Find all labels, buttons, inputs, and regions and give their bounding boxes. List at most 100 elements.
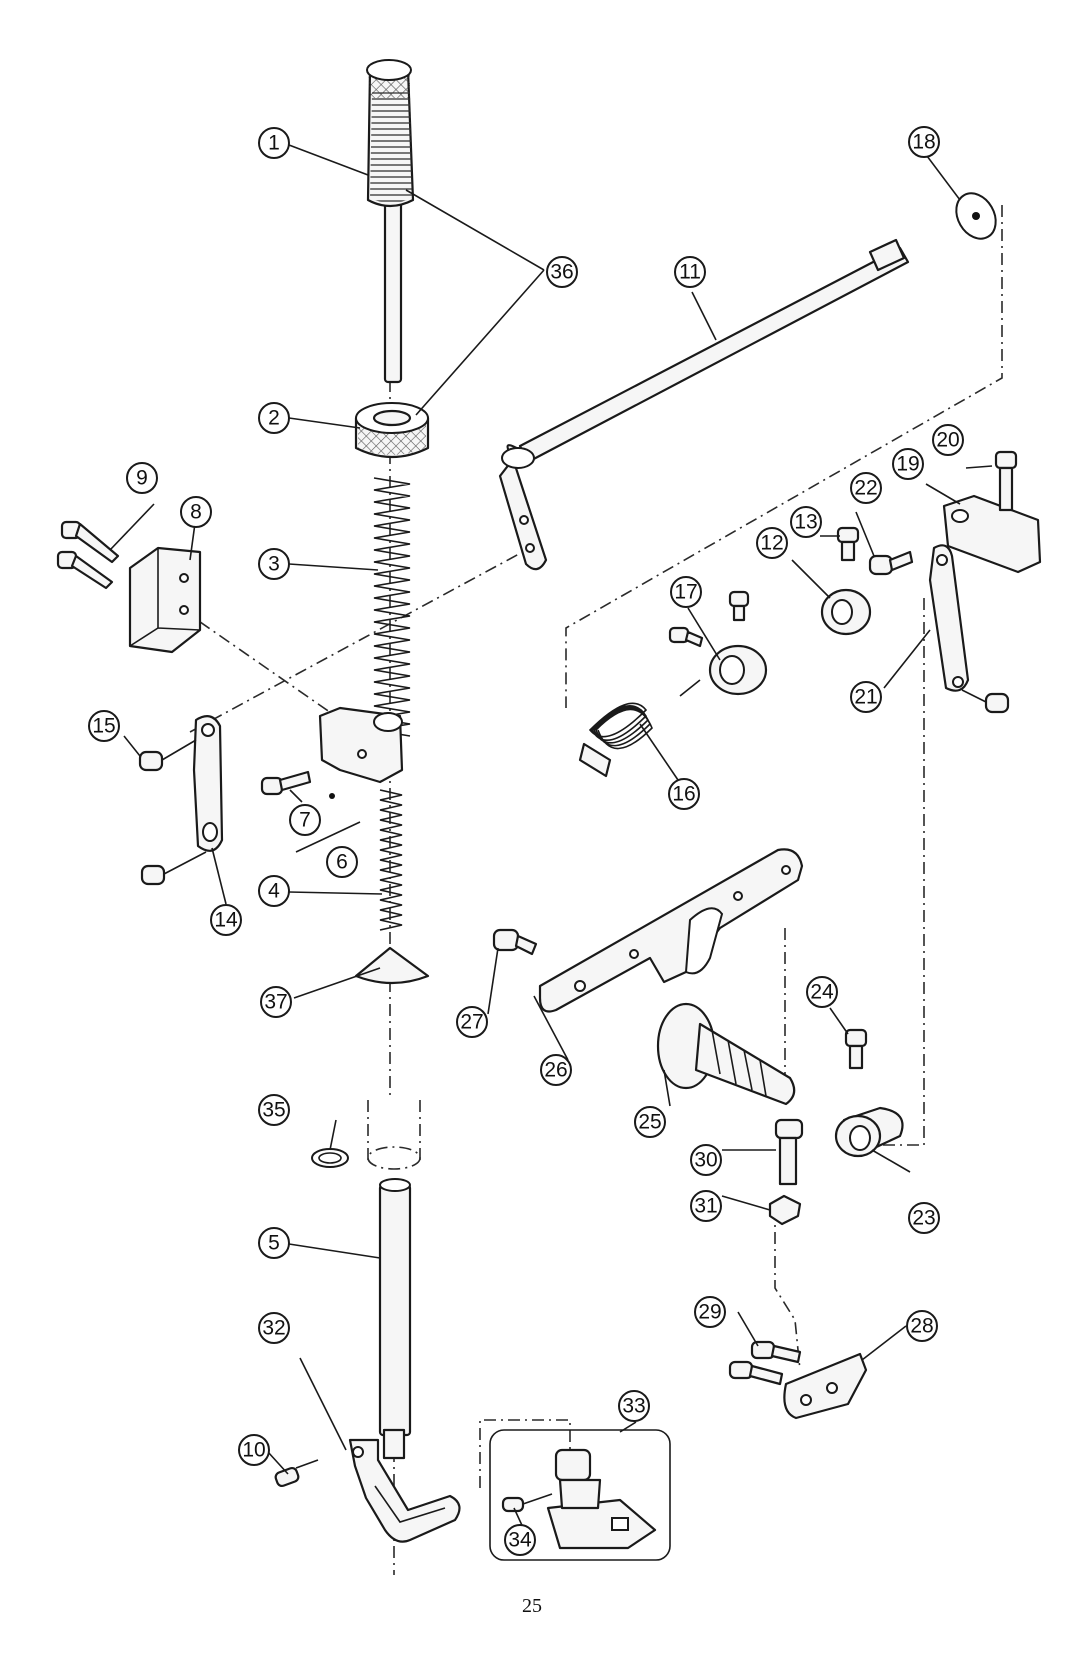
svg-text:37: 37 [264, 991, 287, 1014]
svg-text:12: 12 [760, 532, 783, 555]
svg-text:25: 25 [638, 1111, 661, 1134]
callout-35: 35 [258, 1094, 290, 1126]
callout-2: 2 [258, 402, 290, 434]
svg-text:23: 23 [912, 1207, 935, 1230]
svg-text:6: 6 [336, 851, 348, 874]
callout-9: 9 [126, 462, 158, 494]
leader-lines [109, 144, 993, 1535]
part-guide-block [318, 706, 404, 784]
part-30-screw [774, 1118, 804, 1186]
svg-text:4: 4 [268, 880, 280, 903]
svg-text:15: 15 [92, 715, 115, 738]
svg-text:31: 31 [694, 1195, 717, 1218]
part-34-screw [501, 1493, 553, 1513]
part-14-link [192, 715, 224, 852]
part-35-ring [311, 1100, 421, 1170]
callout-16: 16 [668, 778, 700, 810]
callout-23: 23 [908, 1202, 940, 1234]
part-21-link [928, 544, 970, 692]
callout-32: 32 [258, 1312, 290, 1344]
part-33-presser-foot-box [489, 1429, 671, 1561]
part-28-link [783, 1352, 868, 1420]
callout-34: 34 [504, 1524, 536, 1556]
callout-6: 6 [326, 846, 358, 878]
callout-31: 31 [690, 1190, 722, 1222]
svg-text:36: 36 [550, 261, 573, 284]
callout-15: 15 [88, 710, 120, 742]
callout-37: 37 [260, 986, 292, 1018]
callout-33: 33 [618, 1390, 650, 1422]
callout-4: 4 [258, 875, 290, 907]
callout-8: 8 [180, 496, 212, 528]
svg-text:21: 21 [854, 686, 877, 709]
svg-text:14: 14 [214, 909, 238, 932]
callout-14: 14 [210, 904, 242, 936]
svg-text:18: 18 [912, 131, 935, 154]
part-12-collar [820, 588, 872, 636]
part-15-screw [138, 739, 197, 772]
callout-27: 27 [456, 1006, 488, 1038]
svg-text:34: 34 [508, 1529, 532, 1552]
callout-11: 11 [674, 256, 706, 288]
callout-10: 10 [238, 1434, 270, 1466]
part-3-spring [373, 477, 411, 737]
part-29-screws [728, 1340, 802, 1386]
svg-text:5: 5 [268, 1232, 280, 1255]
part-32-presser-bracket [348, 1438, 461, 1543]
svg-text:28: 28 [910, 1315, 933, 1338]
part-19-bracket [942, 494, 1042, 574]
part-14-screw [140, 851, 207, 886]
part-16-spring [578, 679, 701, 778]
svg-text:16: 16 [672, 783, 695, 806]
svg-text:10: 10 [242, 1439, 265, 1462]
callout-20: 20 [932, 424, 964, 456]
svg-text:2: 2 [268, 407, 280, 430]
page-number: 25 [522, 1595, 542, 1617]
svg-text:3: 3 [268, 553, 280, 576]
svg-text:9: 9 [136, 467, 148, 490]
callout-1: 1 [258, 127, 290, 159]
part-6-pin [295, 793, 361, 853]
callout-24: 24 [806, 976, 838, 1008]
callout-25: 25 [634, 1106, 666, 1138]
callout-7: 7 [289, 804, 321, 836]
svg-text:22: 22 [854, 477, 877, 500]
part-7-screw [260, 770, 312, 796]
part-4-spring [379, 789, 403, 931]
part-9-screws [56, 520, 120, 590]
svg-text:13: 13 [794, 511, 817, 534]
part-21-screw [961, 689, 1010, 714]
svg-text:35: 35 [262, 1099, 285, 1122]
part-17-screws [668, 590, 750, 648]
part-22-screw [868, 550, 914, 576]
callout-36: 36 [546, 256, 578, 288]
svg-text:27: 27 [460, 1011, 483, 1034]
svg-text:17: 17 [674, 581, 697, 604]
part-8-bracket [128, 546, 202, 654]
part-24-screw [844, 1028, 868, 1070]
part-18-washer [955, 192, 997, 240]
svg-text:29: 29 [698, 1301, 721, 1324]
callout-3: 3 [258, 548, 290, 580]
part-31-nut [768, 1194, 802, 1226]
part-13-screw [836, 526, 860, 562]
svg-text:32: 32 [262, 1317, 285, 1340]
svg-text:24: 24 [810, 981, 834, 1004]
svg-text:30: 30 [694, 1149, 717, 1172]
callout-12: 12 [756, 527, 788, 559]
callout-30: 30 [690, 1144, 722, 1176]
callout-29: 29 [694, 1296, 726, 1328]
part-11-shaft [498, 238, 910, 571]
part-26-plate [538, 848, 804, 1013]
svg-text:33: 33 [622, 1395, 645, 1418]
callout-18: 18 [908, 126, 940, 158]
part-37-cone [354, 946, 430, 985]
svg-text:7: 7 [299, 809, 311, 832]
part-20-screw [994, 450, 1018, 512]
part-23-collar [834, 1106, 904, 1158]
svg-text:26: 26 [544, 1059, 567, 1082]
part-25-cam [656, 1002, 796, 1106]
callout-17: 17 [670, 576, 702, 608]
callout-22: 22 [850, 472, 882, 504]
